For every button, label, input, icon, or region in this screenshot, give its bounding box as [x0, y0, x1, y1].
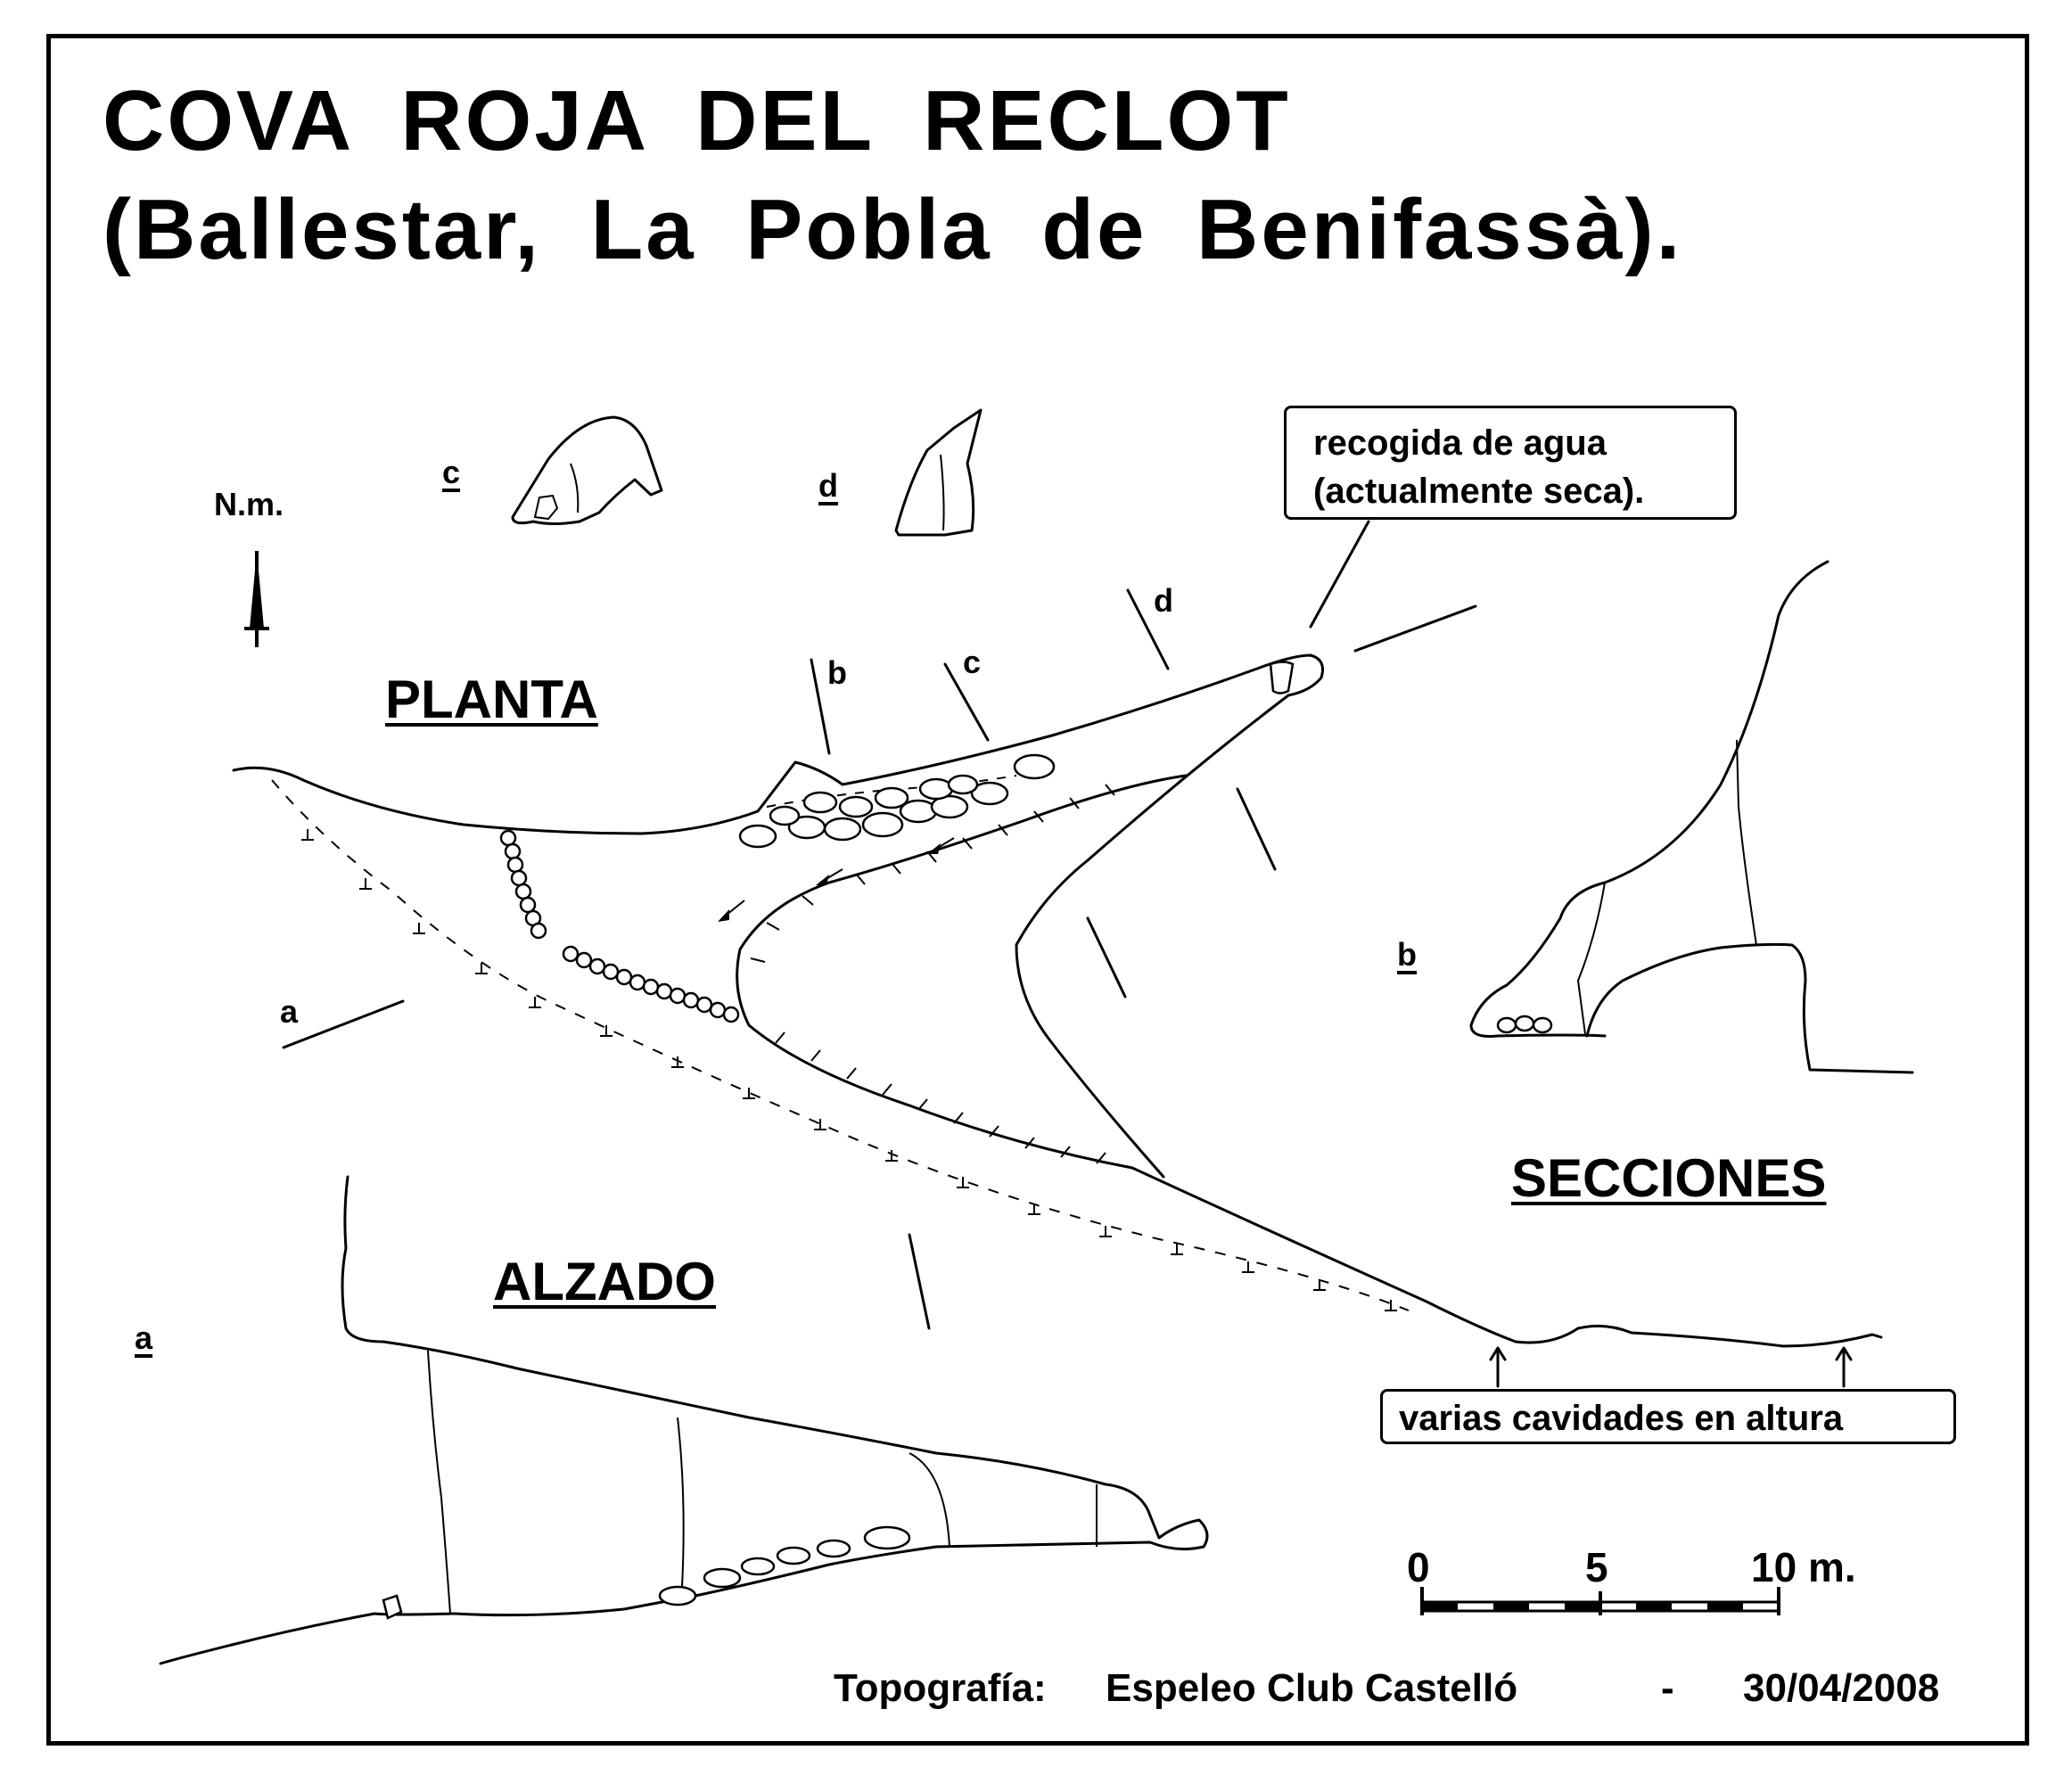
credit-separator: - — [1661, 1666, 1674, 1710]
cavities-note-box: varias cavidades en altura — [1380, 1389, 1956, 1444]
cut-b-label: b — [827, 654, 847, 691]
plan-view — [232, 520, 1883, 1388]
map-frame — [46, 34, 2029, 1746]
cut-c-label: c — [963, 644, 982, 680]
elevation-heading: ALZADO — [493, 1252, 716, 1311]
section-cut-lines — [282, 588, 1477, 1330]
credit-author: Espeleo Club Castelló — [1106, 1666, 1518, 1710]
map-title: COVA ROJA DEL RECLOT — [103, 73, 1291, 168]
north-arrow-icon — [244, 551, 269, 647]
credit-label: Topografía: — [834, 1666, 1047, 1710]
section-d-label: d — [818, 467, 838, 504]
stone-wall-2 — [562, 945, 740, 1023]
scale-bar — [1420, 1587, 1780, 1615]
north-label: N.m. — [214, 486, 284, 522]
section-b-sketch — [1469, 560, 1914, 1074]
cavities-leader-marks — [1489, 1346, 1853, 1388]
flow-arrows — [718, 837, 955, 922]
section-a-label: a — [135, 1319, 153, 1356]
sections-heading: SECCIONES — [1511, 1148, 1827, 1208]
section-d-sketch — [894, 408, 983, 537]
scale-tick-5: 5 — [1585, 1544, 1608, 1590]
stone-wall-1 — [499, 829, 547, 940]
map-subtitle: (Ballestar, La Pobla de Benifassà). — [103, 182, 1683, 277]
elevation-view — [159, 1175, 1209, 1665]
credit-date: 30/04/2008 — [1743, 1666, 1940, 1710]
cut-d-label: d — [1154, 582, 1173, 619]
section-c-sketch — [511, 415, 663, 525]
water-note-box: recogida de agua (actualmente seca). — [1284, 406, 1737, 520]
cut-a-label: a — [280, 993, 299, 1030]
scale-tick-0: 0 — [1407, 1544, 1430, 1590]
water-leader-line — [1309, 520, 1370, 629]
section-b-label: b — [1397, 936, 1417, 973]
cavities-note-text: varias cavidades en altura — [1399, 1399, 1844, 1438]
plan-heading: PLANTA — [385, 670, 598, 729]
boulders — [738, 753, 1056, 849]
scale-tick-10: 10 m. — [1751, 1544, 1856, 1590]
water-note-text: recogida de agua (actualmente seca). — [1313, 423, 1645, 511]
section-c-label: c — [442, 454, 461, 490]
